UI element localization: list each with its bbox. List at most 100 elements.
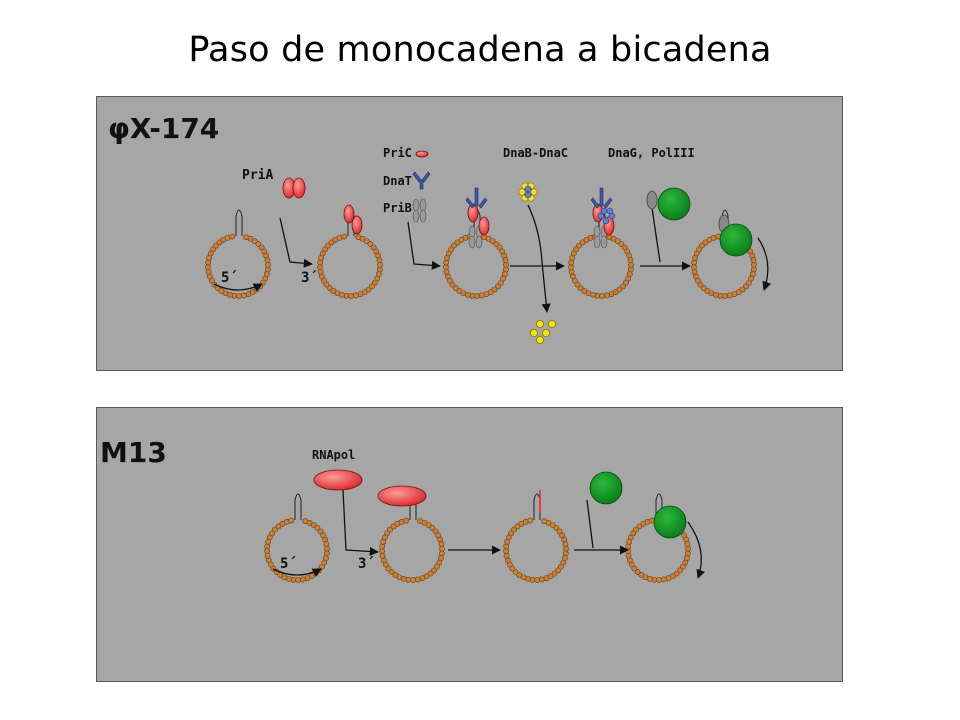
dna-bead (236, 293, 243, 299)
arrow-elongation-phix (757, 237, 772, 291)
dna-bead (443, 259, 450, 266)
phix-circle-4 (568, 209, 634, 299)
dna-bead (579, 239, 586, 246)
dna-bead (205, 259, 212, 266)
dna-bead (568, 259, 575, 266)
dna-bead (750, 257, 757, 264)
prib-label: PriB (383, 201, 412, 215)
phix-direction-arrow (213, 283, 263, 292)
m13-three-prime-label: 3´ (358, 556, 375, 572)
phix-five-prime-label: 5´ (221, 270, 238, 286)
dna-bead (538, 576, 545, 583)
dna-bead (216, 239, 223, 246)
dnat-label: DnaT (383, 174, 412, 188)
phix-circle-3 (443, 209, 509, 299)
arrow-step2 (407, 221, 441, 270)
dna-bead (491, 286, 498, 293)
dna-bead (625, 543, 632, 550)
dna-bead (503, 543, 510, 550)
dna-bead (627, 266, 634, 273)
dna-bead (376, 257, 383, 264)
m13-label: M13 (100, 436, 167, 469)
dna-bead (474, 293, 481, 299)
dna-bead (258, 244, 265, 251)
dna-bead (503, 552, 510, 559)
m13-circle-4 (625, 493, 691, 583)
dna-bead (317, 268, 324, 275)
dna-bead (551, 570, 558, 577)
dna-bead (599, 293, 606, 299)
dna-bead (625, 552, 632, 559)
phix174-label: φX-174 (108, 112, 219, 145)
m13-circle-3 (503, 493, 569, 583)
dna-bead (438, 550, 445, 557)
primosome-complex-circle3 (465, 187, 490, 249)
dna-bead (443, 268, 450, 275)
dna-bead (379, 552, 386, 559)
dna-bead (410, 577, 417, 583)
primosome-complex-circle4 (590, 187, 616, 249)
dna-bead (691, 268, 698, 275)
pria-protein (282, 177, 306, 199)
dna-bead (403, 517, 410, 524)
dna-bead (627, 257, 634, 264)
dna-bead (502, 266, 509, 273)
dna-bead (562, 541, 569, 548)
dna-bead (684, 541, 691, 548)
pric-protein (415, 150, 429, 158)
dna-bead (496, 244, 503, 251)
dna-bead (323, 541, 330, 548)
arrow-step1 (279, 217, 313, 268)
dna-bead (684, 550, 691, 557)
dna-bead (574, 281, 581, 288)
dna-bead (432, 528, 439, 535)
dna-bead (264, 257, 271, 264)
dna-bead (264, 543, 271, 550)
dna-bead (534, 577, 541, 583)
dna-bead (697, 281, 704, 288)
dna-bead (636, 523, 643, 530)
dnab-dnac-label: DnaB-DnaC (503, 146, 568, 160)
dna-bead (527, 517, 534, 524)
dna-bead (616, 286, 623, 293)
rnapol-protein (313, 469, 363, 491)
dna-bead (726, 292, 733, 299)
dna-bead (621, 244, 628, 251)
dna-bead (317, 259, 324, 266)
m13-five-prime-label: 5´ (280, 556, 297, 572)
dna-bead (275, 523, 282, 530)
dna-bead (478, 292, 485, 299)
prib-protein (412, 198, 427, 223)
dna-bead (376, 266, 383, 273)
phix-circle-1-hairpin (235, 209, 243, 236)
dna-bead (370, 244, 377, 251)
dna-bead (352, 292, 359, 299)
dna-bead (562, 550, 569, 557)
arrow-m13-step1 (342, 489, 379, 557)
dna-bead (702, 239, 709, 246)
rnapol-label: RNApol (312, 448, 355, 462)
dna-bead (317, 528, 324, 535)
dna-bead (390, 523, 397, 530)
arrow-m13-step3-feed (586, 499, 594, 549)
dna-bead (385, 565, 392, 572)
dna-bead (205, 268, 212, 275)
dna-bead (514, 523, 521, 530)
dna-bead (323, 550, 330, 557)
dna-bead (288, 517, 295, 524)
dna-bead (341, 233, 348, 240)
dna-bead (454, 239, 461, 246)
dna-bead (438, 541, 445, 548)
dnag-poliii-bound (718, 214, 753, 257)
phix-circle-1 (205, 209, 271, 299)
dnab-dnac-complex (518, 182, 538, 202)
released-dnac (530, 319, 557, 344)
pric-label: PriC (383, 146, 412, 160)
dna-bead (750, 266, 757, 273)
page-title: Paso de monocadena a bicadena (188, 30, 772, 70)
dna-bead (568, 268, 575, 275)
m13-circle-2 (379, 493, 445, 583)
dna-bead (264, 266, 271, 273)
pria-bound (343, 204, 363, 235)
